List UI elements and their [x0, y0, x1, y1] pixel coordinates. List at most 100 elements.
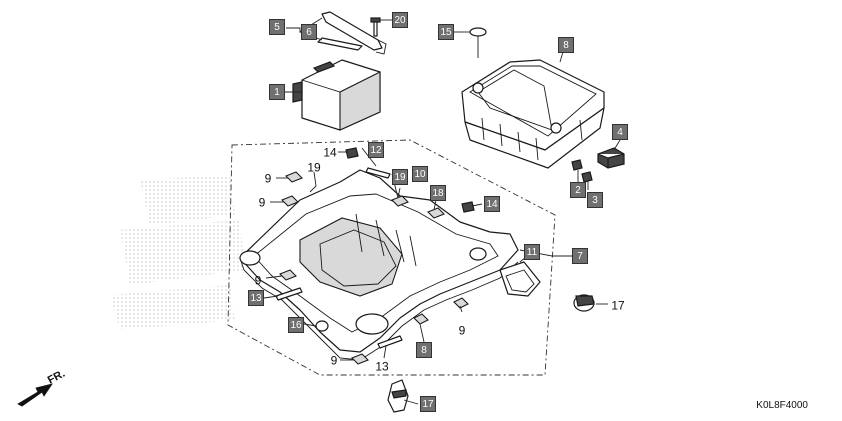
battery-pad: [317, 37, 363, 51]
callout-label: 14: [486, 199, 498, 210]
callout-label: 1: [274, 87, 280, 98]
callout-label: 20: [394, 15, 406, 26]
callout-19: 19: [392, 169, 408, 185]
callout-9: 9: [331, 354, 338, 368]
callout-label: 13: [375, 360, 389, 374]
callout-label: 9: [255, 274, 262, 288]
callout-label: 7: [577, 251, 583, 262]
callout-box: [587, 192, 603, 208]
screw-15: [469, 27, 487, 58]
callout-label: 2: [575, 185, 581, 196]
callout-17: 17: [611, 299, 625, 313]
callout-5: 5: [269, 19, 285, 35]
callout-box: [368, 142, 384, 158]
callout-label: 12: [370, 145, 382, 156]
callout-9: 9: [459, 324, 466, 338]
callout-box: [420, 396, 436, 412]
front-arrow: FR.: [17, 368, 67, 407]
callout-8: 8: [416, 342, 432, 358]
callout-9: 9: [255, 274, 262, 288]
clips-14: [345, 147, 475, 213]
callout-label: 4: [617, 127, 623, 138]
callout-label: 9: [331, 354, 338, 368]
callout-label: 6: [306, 27, 312, 38]
callout-label: 9: [259, 196, 266, 210]
callout-box: [570, 182, 586, 198]
callout-box: [269, 84, 285, 100]
callout-box: [430, 185, 446, 201]
callout-label: 13: [250, 293, 262, 304]
callout-label: 8: [421, 345, 427, 356]
watermark: [110, 175, 245, 330]
callout-label: 17: [422, 399, 434, 410]
callout-12: 12: [368, 142, 384, 158]
callout-18: 18: [430, 185, 446, 201]
callout-11: 11: [524, 244, 540, 260]
callout-4: 4: [612, 124, 628, 140]
connector-4: [597, 147, 625, 169]
direction-label: FR.: [46, 368, 67, 387]
bracket-11: [499, 261, 541, 297]
callout-box: [248, 290, 264, 306]
callout-label: 5: [274, 22, 280, 33]
callout-box: [558, 37, 574, 53]
callout-label: 18: [432, 188, 444, 199]
callout-box: [416, 342, 432, 358]
callout-box: [301, 24, 317, 40]
strips-12-13: [275, 167, 403, 349]
callout-label: 14: [323, 146, 337, 160]
callout-label: 11: [527, 247, 538, 258]
callout-3: 3: [587, 192, 603, 208]
clamp-17-right: [573, 294, 595, 312]
callout-9: 9: [259, 196, 266, 210]
nuts-9: [279, 171, 469, 365]
bolt-20: [370, 17, 381, 37]
callout-label: 16: [290, 320, 302, 331]
callout-label: 3: [592, 195, 598, 206]
callout-box: [392, 12, 408, 28]
callout-label: 10: [414, 169, 426, 180]
callout-14: 14: [484, 196, 500, 212]
battery: [292, 59, 381, 131]
callout-box: [572, 248, 588, 264]
callout-10: 10: [412, 166, 428, 182]
callout-7: 7: [572, 248, 588, 264]
callout-label: 15: [440, 27, 452, 38]
drawing-code: K0L8F4000: [756, 400, 808, 411]
callout-box: [269, 19, 285, 35]
callout-box: [484, 196, 500, 212]
callout-9: 9: [265, 172, 272, 186]
clamp-17-bottom: [387, 379, 409, 413]
callout-label: 17: [611, 299, 625, 313]
callout-14: 14: [323, 146, 337, 160]
callout-box: [392, 169, 408, 185]
callout-13: 13: [375, 360, 389, 374]
callout-15: 15: [438, 24, 454, 40]
callout-box: [412, 166, 428, 182]
callout-6: 6: [301, 24, 317, 40]
callout-17: 17: [420, 396, 436, 412]
callout-19: 19: [307, 161, 321, 175]
callout-label: 9: [265, 172, 272, 186]
callout-label: 8: [563, 40, 569, 51]
luggage-box: [239, 169, 519, 361]
battery-band: [321, 11, 387, 55]
callout-16: 16: [288, 317, 304, 333]
callout-1: 1: [269, 84, 285, 100]
grommet-16: [315, 320, 329, 332]
callout-label: 19: [307, 161, 321, 175]
clip-3: [581, 171, 593, 183]
clip-2: [571, 159, 583, 171]
callout-box: [524, 244, 540, 260]
battery-box: [461, 59, 605, 169]
callout-box: [288, 317, 304, 333]
callout-13: 13: [248, 290, 264, 306]
assembly-frame: [227, 139, 556, 376]
callout-2: 2: [570, 182, 586, 198]
callout-label: 9: [459, 324, 466, 338]
callout-label: 19: [394, 172, 406, 183]
callout-20: 20: [392, 12, 408, 28]
callout-box: [438, 24, 454, 40]
callout-box: [612, 124, 628, 140]
